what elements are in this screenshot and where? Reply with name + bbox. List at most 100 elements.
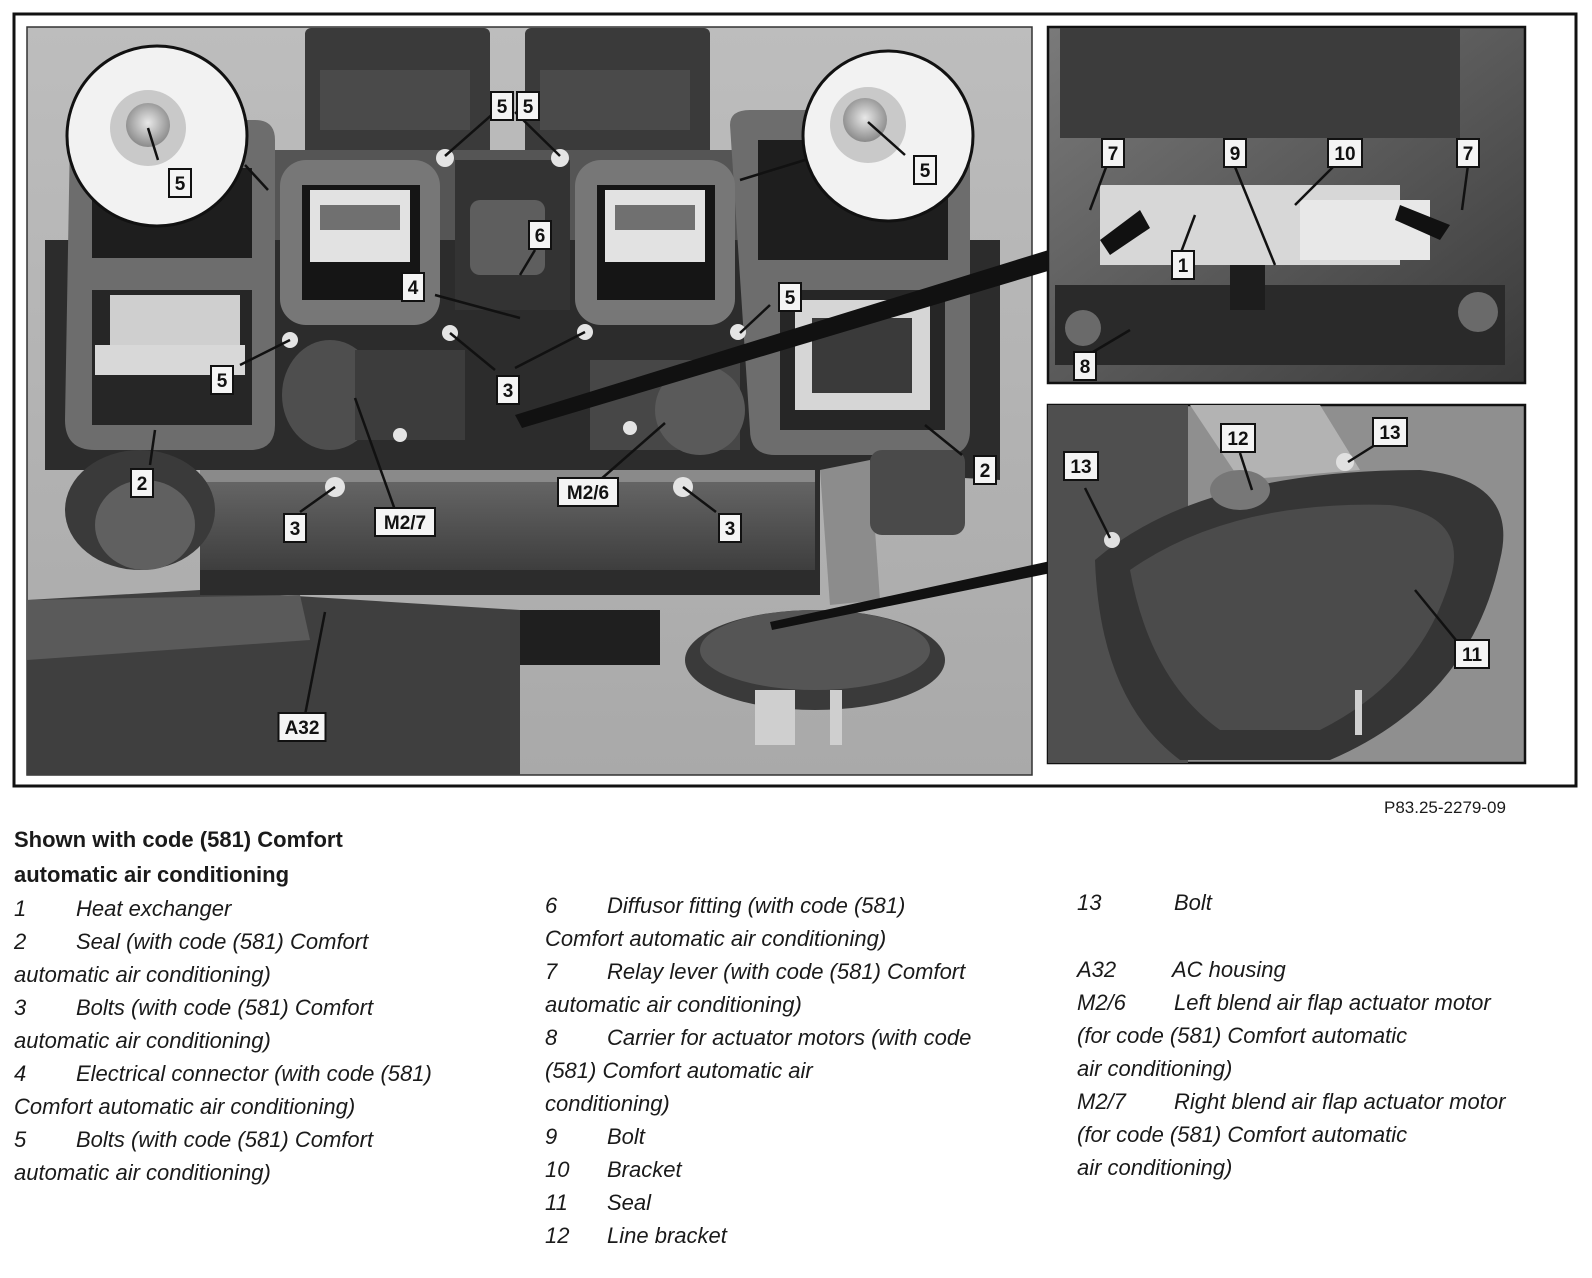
legend-number: 11 — [545, 1190, 568, 1215]
legend-number: M2/7 — [1077, 1089, 1126, 1114]
callout-text: M2/6 — [567, 483, 609, 504]
callout-5: 5 — [168, 168, 192, 198]
legend-text: Carrier for actuator motors (with code — [607, 1025, 972, 1050]
legend-text-continued: (for code (581) Comfort automatic — [1077, 1023, 1408, 1048]
callout-2: 2 — [130, 468, 154, 498]
callout-3: 3 — [283, 513, 307, 543]
callout-box — [277, 712, 327, 742]
callout-text: 2 — [137, 474, 148, 495]
callout-text: 9 — [1230, 144, 1241, 165]
callout-box — [1063, 451, 1099, 481]
legend-number: 12 — [545, 1223, 570, 1248]
callout-a32: A32 — [277, 712, 327, 742]
callout-11: 11 — [1454, 639, 1490, 669]
callout-text: 5 — [785, 288, 796, 309]
legend-text: Left blend air flap actuator motor — [1174, 990, 1491, 1015]
callout-5: 5 — [778, 282, 802, 312]
callout-text: 1 — [1178, 256, 1189, 277]
legend-text-continued: automatic air conditioning) — [545, 992, 802, 1017]
legend-text: Line bracket — [607, 1223, 727, 1248]
legend-text-continued: automatic air conditioning) — [14, 962, 271, 987]
legend-number: 5 — [14, 1127, 27, 1152]
legend-item: 12 Line bracket — [545, 1219, 1045, 1252]
callout-box — [490, 91, 514, 121]
callout-text: A32 — [285, 718, 320, 739]
legend-number: 4 — [14, 1061, 27, 1086]
callout-10: 10 — [1327, 138, 1363, 168]
legend-item: 10 Bracket — [545, 1153, 1045, 1186]
legend-text-continued: (581) Comfort automatic air — [545, 1058, 813, 1083]
callout-2: 2 — [973, 455, 997, 485]
legend-number: 10 — [545, 1157, 570, 1182]
callout-13: 13 — [1372, 417, 1408, 447]
callout-text: 10 — [1334, 144, 1355, 165]
callout-box — [1073, 351, 1097, 381]
legend-title-line1: Shown with code (581) Comfort — [14, 827, 343, 852]
callout-m2-7: M2/7 — [374, 507, 436, 537]
legend-number: 6 — [545, 893, 558, 918]
callout-3: 3 — [718, 513, 742, 543]
legend-text: Right blend air flap actuator motor — [1174, 1089, 1506, 1114]
callout-text: 5 — [920, 161, 931, 182]
legend-item: A32 AC housing — [1077, 953, 1582, 986]
legend-text: Relay lever (with code (581) Comfort — [607, 959, 966, 984]
legend-text: Bolt — [607, 1124, 645, 1149]
inset-bottom-photo — [1046, 403, 1527, 765]
legend-text: Electrical connector (with code (581) — [76, 1061, 432, 1086]
callout-text: 13 — [1379, 423, 1400, 444]
callout-box — [210, 365, 234, 395]
callout-text: 3 — [725, 519, 736, 540]
legend-text: Bracket — [607, 1157, 682, 1182]
legend-text: Bolt — [1174, 890, 1212, 915]
callout-text: 13 — [1070, 457, 1091, 478]
legend-text: AC housing — [1172, 957, 1286, 982]
callout-box — [778, 282, 802, 312]
callout-box — [283, 513, 307, 543]
callout-box — [1456, 138, 1480, 168]
callout-5: 5 — [913, 155, 937, 185]
callout-9: 9 — [1223, 138, 1247, 168]
legend-text-continued: air conditioning) — [1077, 1155, 1233, 1180]
legend-item: 7 Relay lever (with code (581) Comfort — [545, 955, 1045, 988]
callout-text: 5 — [497, 97, 508, 118]
callout-box — [401, 272, 425, 302]
main-photo — [26, 26, 1033, 776]
callout-box — [1171, 250, 1195, 280]
callout-box — [1220, 423, 1256, 453]
legend-number: 3 — [14, 995, 27, 1020]
callout-text: 3 — [503, 381, 514, 402]
legend-text-continued: (for code (581) Comfort automatic — [1077, 1122, 1408, 1147]
callout-4: 4 — [401, 272, 425, 302]
callout-text: 11 — [1462, 645, 1483, 666]
callout-12: 12 — [1220, 423, 1256, 453]
callout-text: 12 — [1227, 429, 1248, 450]
callout-text: 5 — [217, 371, 228, 392]
callout-box — [1372, 417, 1408, 447]
legend-text-continued: automatic air conditioning) — [14, 1160, 271, 1185]
callout-box — [1454, 639, 1490, 669]
legend-number: 7 — [545, 959, 558, 984]
legend-number: A32 — [1077, 957, 1117, 982]
legend-text-continued: Comfort automatic air conditioning) — [545, 926, 887, 951]
callout-box — [1223, 138, 1247, 168]
legend-text-continued: Comfort automatic air conditioning) — [14, 1094, 356, 1119]
legend-text-continued: air conditioning) — [1077, 1056, 1233, 1081]
callout-text: 3 — [290, 519, 301, 540]
callout-text: M2/7 — [384, 513, 426, 534]
legend-number: M2/6 — [1077, 990, 1126, 1015]
callout-m2-6: M2/6 — [557, 477, 619, 507]
legend-item: M2/6 Left blend air flap actuator motor — [1077, 986, 1582, 1019]
callout-box — [130, 468, 154, 498]
legend-title-line2: automatic air conditioning — [14, 862, 290, 887]
